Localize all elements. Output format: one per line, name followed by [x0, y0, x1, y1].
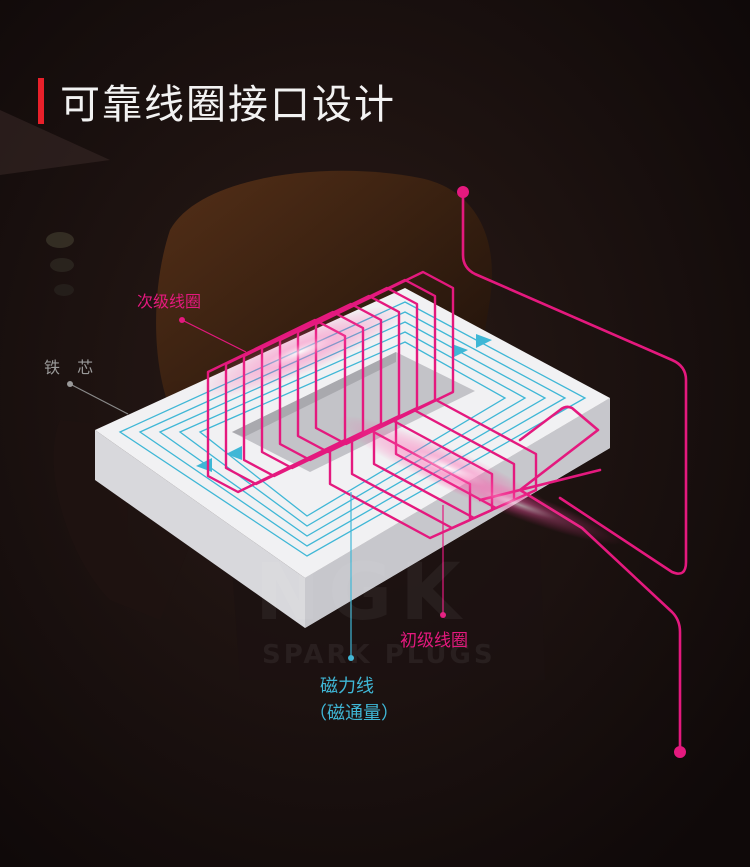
title-accent-bar [38, 78, 44, 124]
secondary-coil-turn [314, 270, 455, 446]
brand-watermark: NGK [255, 548, 469, 638]
flare [416, 465, 624, 545]
label-flux-note: （磁通量） [309, 703, 399, 724]
flare [197, 306, 403, 398]
core-window [232, 352, 475, 472]
leader-dot-secondary [179, 317, 185, 323]
leader-dot-core [67, 381, 73, 387]
label-primary-coil: 初级线圈 [400, 631, 468, 651]
leader-lines [67, 317, 446, 661]
leader-dot-primary [440, 612, 446, 618]
light-flares [197, 306, 624, 545]
secondary-lead-wire [461, 190, 688, 575]
page-title-block: 可靠线圈接口设计 [38, 74, 396, 128]
label-secondary-coil: 次级线圈 [137, 292, 202, 311]
page-title: 可靠线圈接口设计 [60, 82, 396, 128]
core-right-face [305, 398, 610, 628]
flux-loop [198, 341, 507, 517]
leader-dot-flux [348, 655, 354, 661]
leader-secondary [181, 319, 247, 353]
label-flux-lines: 磁力线 [320, 676, 374, 697]
secondary-lead-terminal [457, 186, 469, 198]
leader-core [69, 383, 129, 415]
core-front-face [95, 398, 610, 628]
brand-tagline-watermark: SPARK PLUGS [262, 640, 496, 670]
flux-loop [178, 331, 527, 527]
bg-wall-shape [0, 110, 110, 175]
flux-arrow-right [452, 344, 468, 358]
primary-lead-terminal [674, 746, 686, 758]
label-iron-core: 铁 芯 [44, 358, 100, 377]
core-window-inner-wall [232, 352, 396, 437]
flux-arrow-right [476, 334, 492, 348]
flux-arrow-left [226, 446, 242, 460]
